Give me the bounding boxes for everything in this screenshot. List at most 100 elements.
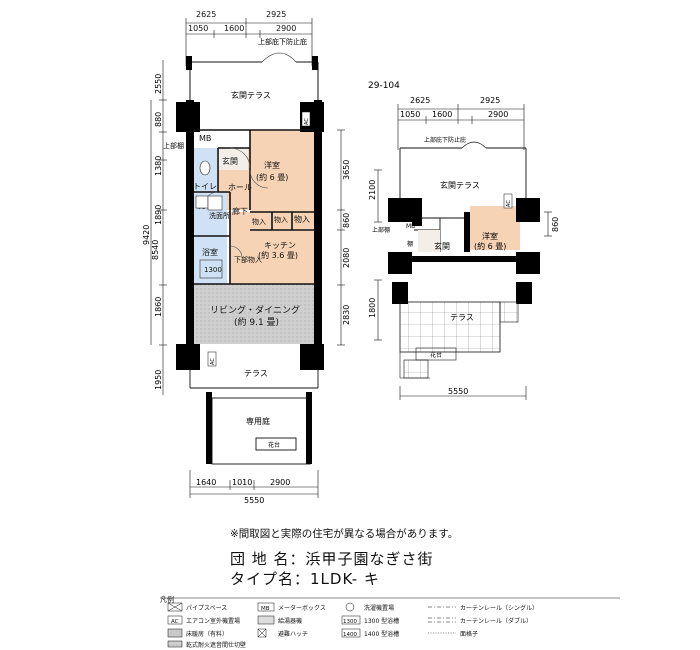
main-dim-right-4: 2830 [342,305,351,325]
sub-dim-left-1: 2100 [368,180,377,200]
legend-box-ac: AC [171,619,179,625]
main-closet-1: 物入 [252,217,266,226]
sub-terrace-grid [399,301,501,353]
main-lower-closet-label: 下部物入 [234,255,262,264]
main-washroom-label: 洗面所 [209,211,230,220]
sub-top-note: 上部庇下防止庇 [424,136,466,144]
main-entrance-terrace: 玄関テラス [231,90,271,100]
main-dim-top-d2: 1600 [224,24,244,33]
legend-box-1300: 1300 [343,619,357,625]
main-kitchen-size: (約 3.6 畳) [258,250,298,260]
main-closet-3: 物入 [294,214,310,224]
sub-dim-top-d3: 2900 [488,110,508,119]
genkan-area [218,148,248,170]
western-room-area [250,130,316,212]
sub-western-size: (約 6 畳) [474,241,506,251]
legend-item-9: 床暖房（有料） [186,630,228,638]
main-ac-bottom: AC [210,358,216,365]
estate-name-value: 浜甲子園なぎさ街 [305,550,434,568]
main-dim-top-d1: 1050 [188,24,208,33]
estate-name-label: 団 地 名： [230,550,306,568]
legend-item-13: 乾式耐火遮音間仕切壁 [186,641,246,649]
sub-entrance-terrace: 玄関テラス [440,180,480,190]
main-toilet-label: トイレ [193,182,217,191]
living-area [193,284,316,344]
main-dim-left-2: 880 [154,112,163,127]
legend-item-4: カーテンレール（シングル） [460,604,538,612]
legend-item-3: 洗濯機置場 [364,604,394,612]
sub-dim-bottom-total: 5550 [448,387,468,396]
main-terrace-label: テラス [244,369,268,378]
main-dim-bottom-d3: 2900 [270,478,290,487]
legend-title: 凡例 [160,596,174,604]
main-dim-right-3: 2080 [342,248,351,268]
sub-flower-bed: 花台 [430,351,442,359]
legend-item-11: 1400 型浴槽 [364,630,399,638]
main-upper-shelf-label: 上部棚 [163,141,184,150]
main-hall-label: ホール [228,183,252,192]
sub-dim-top-d1: 1050 [400,110,420,119]
main-dim-left-total-1: 9420 [142,225,151,245]
main-dim-left-total-2: 8540 [151,240,160,260]
kitchen-area [230,212,316,284]
type-name-row: タイプ名：1LDK- キ [230,568,380,589]
sub-genkan: 玄関 [434,241,450,251]
main-top-dimensions: 2625 2925 1050 1600 2900 [185,10,313,66]
main-dim-left-4: 1890 [154,205,163,225]
legend-item-7: 1300 型浴槽 [364,617,399,625]
main-living-label: リビング・ダイニング [210,304,300,316]
legend-item-8: カーテンレール（ダブル） [460,617,532,625]
legend-item-10: 避難ハッチ [278,630,308,638]
main-dim-left-5: 1860 [154,297,163,317]
sub-mb: MB [406,223,415,230]
main-bath-label: 浴室 [202,247,218,257]
main-corridor-label: 廊下 [232,206,248,216]
type-name-value: 1LDK- キ [310,570,380,588]
main-dim-top-left: 2625 [196,10,216,19]
sub-dim-right-1: 860 [551,217,560,232]
sub-dim-top-left: 2625 [410,96,430,105]
estate-name-row: 団 地 名：浜甲子園なぎさ街 [230,548,434,569]
sub-plan-label: 29-104 [368,81,400,91]
sub-western-label: 洋室 [482,231,498,241]
main-dim-right-2: 860 [342,213,351,228]
legend-labels: MB AC 1300 1400 パイプスペース メーターボックス 洗濯機置場 カ… [171,604,538,649]
legend [160,597,620,648]
main-top-note: 上部庇下防止庇 [258,37,307,46]
legend-item-2: メーターボックス [278,604,326,612]
main-flower-bed: 花台 [268,441,280,449]
sub-dim-left-2: 1800 [368,298,377,318]
sub-shoe: 棚 [407,240,413,248]
sub-ac-top: AC [506,200,512,207]
legend-item-5: エアコン室外機置場 [186,617,240,625]
sub-terrace-label: テラス [450,313,474,322]
legend-item-6: 給湯器機 [278,617,302,625]
main-mb-label: MB [199,134,211,143]
main-bath-size: 1300 [204,266,222,274]
legend-item-12: 面格子 [460,630,478,638]
legend-box-mb: MB [261,606,270,612]
legend-item-1: パイプスペース [186,605,227,612]
main-dim-left-3: 1380 [154,156,163,176]
type-name-label: タイプ名： [230,570,311,588]
sub-upper-shelf: 上部棚 [372,226,390,234]
main-dim-top-right: 2925 [266,10,286,19]
main-dim-left-6: 1950 [154,370,163,390]
sub-dim-top-d2: 1600 [432,110,452,119]
legend-box-1400: 1400 [343,632,357,638]
main-dim-right-1: 3650 [342,160,351,180]
main-dim-left-1: 2550 [154,74,163,94]
main-plan: 2625 2925 1050 1600 2900 上部庇下防止庇 玄関テラス [142,10,351,505]
disclaimer-note: ※間取図と実際の住宅が異なる場合があります。 [230,528,459,540]
sub-plan: 29-104 2625 2925 1050 1600 2900 上部庇下防止庇 [368,81,560,400]
main-garden-label: 専用庭 [246,416,270,426]
main-western-size: (約 6 畳) [256,172,288,182]
main-dim-bottom-d2: 1010 [232,478,252,487]
main-ac-top: AC [304,118,310,125]
sub-dim-top-right: 2925 [480,96,500,105]
main-genkan-label: 玄関 [222,156,238,166]
main-kitchen-label: キッチン [264,241,296,250]
main-dim-bottom-d1: 1640 [196,478,216,487]
main-dim-top-d3: 2900 [276,24,296,33]
